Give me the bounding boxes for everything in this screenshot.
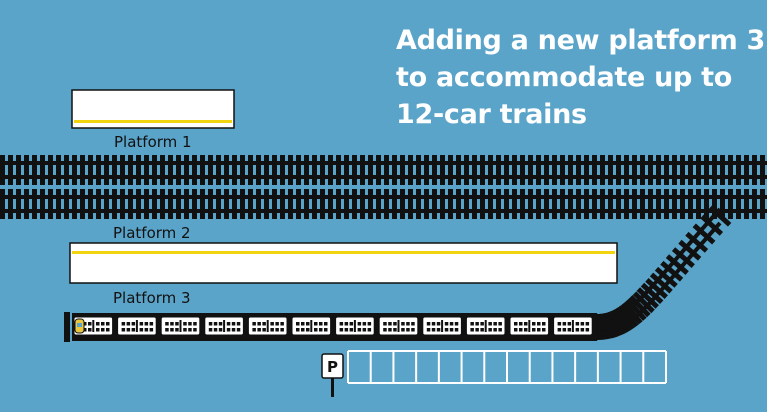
headline-line-2: to accommodate up to xyxy=(396,62,733,93)
track-3-new xyxy=(64,205,732,342)
train-car xyxy=(553,316,593,336)
parking-sign-letter: P xyxy=(327,358,338,376)
track-1 xyxy=(0,155,767,185)
platform-2 xyxy=(69,242,618,284)
train-car xyxy=(291,316,332,336)
train-car xyxy=(509,316,550,336)
train-car xyxy=(204,316,244,336)
train-car xyxy=(378,316,419,336)
platform-2-label: Platform 2 xyxy=(113,224,191,242)
train-car xyxy=(247,316,288,336)
headline: Adding a new platform 3 to accommodate u… xyxy=(396,22,765,133)
headline-line-1: Adding a new platform 3 xyxy=(396,25,765,56)
train-car xyxy=(465,316,506,336)
train xyxy=(72,313,598,341)
platform-3-label: Platform 3 xyxy=(113,289,191,307)
headline-line-3: 12-car trains xyxy=(396,99,587,130)
platform-1 xyxy=(71,89,235,129)
platform-1-label: Platform 1 xyxy=(114,133,192,151)
train-car xyxy=(160,316,201,336)
train-car xyxy=(73,316,114,336)
train-car xyxy=(335,316,375,336)
train-car xyxy=(117,316,157,336)
train-car xyxy=(422,316,462,336)
parking-sign-icon: P xyxy=(321,353,344,397)
track-2 xyxy=(0,189,767,219)
parking-spaces xyxy=(347,350,667,384)
